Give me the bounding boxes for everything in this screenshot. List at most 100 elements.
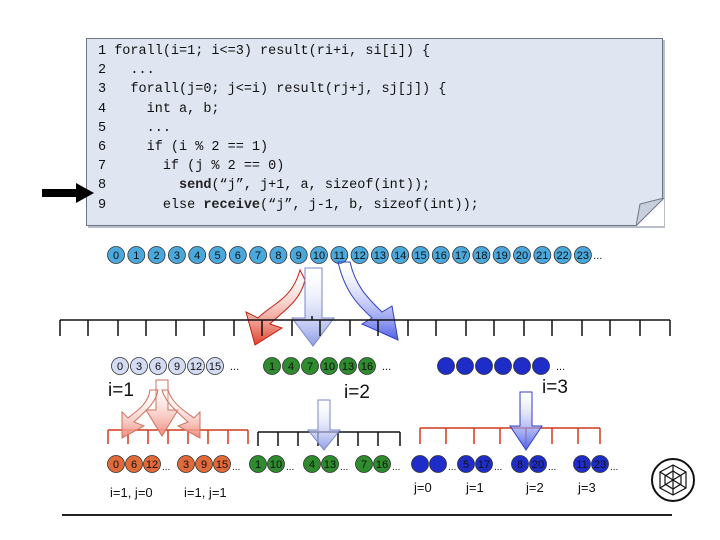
group-node (494, 357, 512, 375)
top-node-label: 19 (496, 250, 508, 262)
group-node (532, 357, 550, 375)
sub-node (267, 455, 285, 473)
sub-node-label: 13 (324, 459, 336, 471)
sub-node-label: 4 (309, 459, 315, 471)
sub-node (213, 455, 231, 473)
sub-node-label: 16 (376, 459, 388, 471)
sub-node (573, 455, 591, 473)
sub-node (511, 455, 529, 473)
code-text: forall(i=1; i<=3) result(ri+i, si[i]) { (106, 44, 431, 59)
group-node-label: 0 (117, 361, 123, 373)
sub-node (591, 455, 609, 473)
top-node-label: 16 (435, 250, 447, 262)
group-node (339, 357, 357, 375)
sub-ellipsis: ... (162, 462, 170, 473)
top-node-label: 11 (334, 250, 345, 262)
group-node-label: 7 (307, 361, 313, 373)
top-node (269, 246, 288, 264)
top-node (167, 246, 186, 264)
sub-node-label: 6 (131, 459, 137, 471)
top-node-label: 21 (536, 250, 548, 262)
sub-node (143, 455, 161, 473)
top-node-label: 17 (455, 250, 467, 262)
group-node-label: 4 (288, 361, 294, 373)
footer-rule (62, 514, 672, 516)
line-number: 4 (98, 101, 107, 117)
sub-node-label: 20 (532, 459, 544, 471)
group-node (358, 357, 376, 375)
top-node-label: 14 (394, 250, 406, 262)
group-node-label: 12 (190, 361, 202, 373)
center-arrow (291, 267, 335, 347)
top-node (574, 246, 592, 264)
group-node-label: 1 (269, 361, 275, 373)
top-row-ellipsis: ... (593, 250, 602, 262)
top-node (310, 246, 328, 264)
line-number: 1 (98, 44, 107, 59)
group-node (263, 357, 281, 375)
sub-group-label: j=1 (465, 480, 484, 495)
code-text: int a, b; (106, 101, 220, 117)
group-node-label: 13 (342, 361, 354, 373)
sub-node (355, 455, 373, 473)
top-node (391, 246, 410, 264)
top-node (208, 246, 227, 264)
sub-ellipsis: ... (392, 462, 400, 473)
top-node-label: 23 (577, 250, 589, 262)
sub-node (177, 455, 195, 473)
group-ellipsis: ... (556, 361, 565, 373)
sub-node-label: 23 (594, 459, 606, 471)
group-ellipsis: ... (382, 361, 391, 373)
group-node (320, 357, 338, 375)
group-node-label: 3 (136, 361, 142, 373)
logo-emblem (651, 458, 695, 502)
sub-node (303, 455, 321, 473)
sub-node-label: 9 (201, 459, 207, 471)
sub-node (411, 455, 429, 473)
top-node-label: 0 (113, 250, 119, 262)
top-node (431, 246, 450, 264)
top-node (370, 246, 389, 264)
code-line-3: 3 forall(j=0; j<=i) result(rj+j, sj[j]) … (98, 82, 446, 98)
top-node-label: 7 (255, 250, 261, 262)
sub-group-label: j=0 (413, 480, 432, 495)
top-node-label: 5 (214, 250, 220, 262)
top-node (553, 246, 572, 264)
line-number: 3 (98, 82, 107, 98)
group-node (111, 357, 129, 375)
top-node-label: 2 (154, 250, 160, 262)
code-text: if (j % 2 == 0) (106, 159, 285, 175)
top-node-label: 4 (194, 250, 200, 262)
sub-node-label: 7 (361, 459, 367, 471)
group-label-i2: i=2 (344, 382, 370, 403)
line-number: 7 (98, 159, 107, 175)
sub-ellipsis: ... (286, 462, 294, 473)
code-line-6: 6 if (i % 2 == 1) (98, 140, 268, 156)
code-text: (“j”, j-1, b, sizeof(int)); (260, 197, 479, 213)
sub-node (529, 455, 547, 473)
code-text: forall(j=0; j<=i) result(rj+j, sj[j]) { (106, 82, 447, 98)
page-fold-corner (636, 198, 664, 226)
sub-node-label: 0 (113, 459, 119, 471)
top-node-label: 1 (133, 250, 139, 262)
top-node (472, 246, 491, 264)
sub-ellipsis: ... (610, 462, 618, 473)
code-text: ... (106, 63, 155, 79)
line-number: 6 (98, 140, 107, 155)
code-text: if (i % 2 == 1) (106, 140, 269, 155)
sub-node-label: 11 (576, 459, 587, 471)
sub-node (107, 455, 125, 473)
group-node-label: 10 (323, 361, 335, 373)
sub-node (457, 455, 475, 473)
group-label-i1: i=1 (108, 380, 134, 401)
line-number: 2 (98, 63, 107, 79)
sub-node-label: 10 (270, 459, 282, 471)
top-node (513, 246, 531, 264)
blue-arrow (337, 261, 399, 341)
group-node-label: 16 (361, 361, 373, 373)
code-line-4: 4 int a, b; (98, 102, 220, 118)
sub-node (321, 455, 339, 473)
sub-group-label: j=2 (525, 480, 544, 495)
group-node-label: 6 (155, 361, 161, 373)
